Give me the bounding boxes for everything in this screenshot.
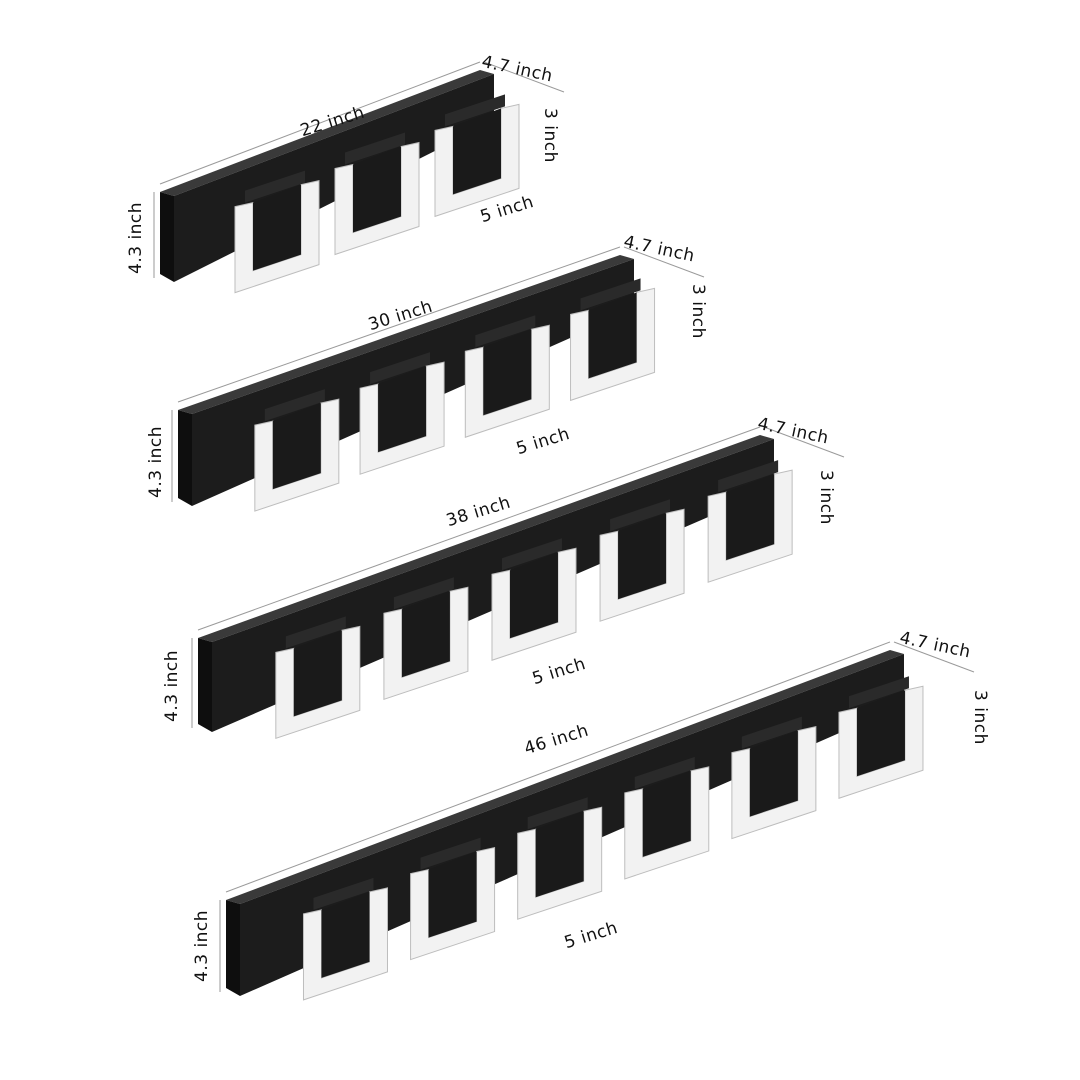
hook	[410, 837, 496, 961]
hook	[707, 460, 793, 583]
rack-30	[171, 246, 705, 512]
hook	[275, 616, 361, 740]
hook	[302, 877, 388, 1001]
hook	[254, 389, 340, 512]
rack-38	[191, 426, 845, 740]
hook	[359, 352, 445, 475]
rack-22-height-label: 4.3 inch	[126, 201, 146, 274]
rack-38-height-label: 4.3 inch	[162, 649, 182, 722]
hook	[434, 94, 520, 218]
rack-38-hook-height-label: 3 inch	[816, 470, 836, 525]
hook	[624, 756, 710, 880]
rack-46-hook-height-label: 3 inch	[970, 690, 990, 745]
hook	[334, 132, 420, 256]
hook	[234, 170, 320, 294]
hook	[570, 278, 656, 402]
rack-46-height-label: 4.3 inch	[192, 909, 212, 982]
rack-30-height-label: 4.3 inch	[146, 425, 166, 498]
rack-30-hook-height-label: 3 inch	[688, 284, 708, 339]
hook	[838, 676, 924, 799]
hook	[599, 499, 685, 622]
hook	[464, 315, 550, 438]
hook	[731, 716, 817, 840]
hook	[491, 538, 577, 661]
hook	[517, 797, 603, 920]
rack-22	[153, 61, 565, 294]
hook	[383, 577, 469, 700]
rack-46	[219, 641, 975, 1001]
rack-22-hook-height-label: 3 inch	[540, 108, 560, 163]
